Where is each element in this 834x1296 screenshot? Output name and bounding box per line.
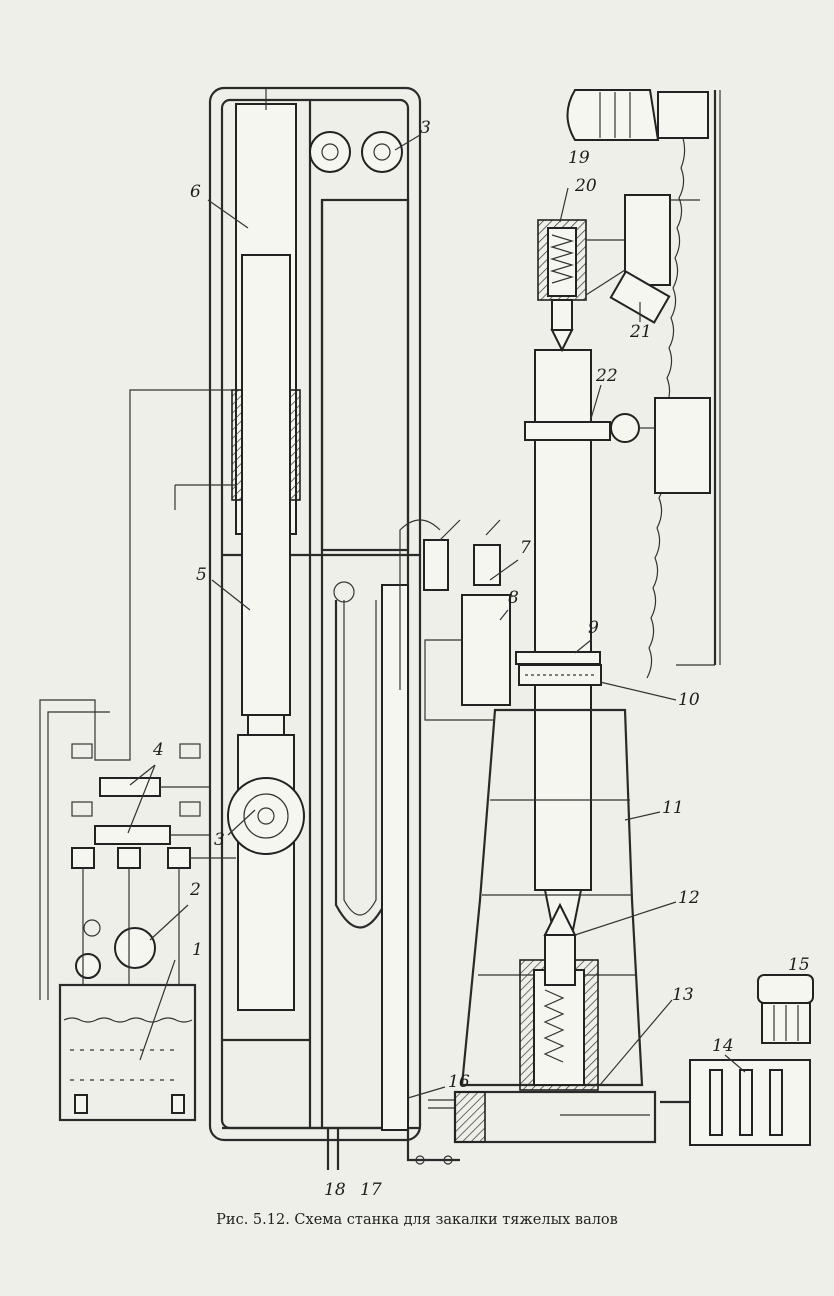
control-box [400, 520, 510, 720]
pipes [328, 1128, 460, 1170]
motor-15 [758, 975, 813, 1043]
label-13: 13 [672, 985, 694, 1005]
label-18: 18 [324, 1180, 346, 1200]
label-17: 17 [360, 1180, 382, 1200]
label-8: 8 [508, 588, 519, 608]
gearbox-14 [660, 1060, 810, 1145]
label-12: 12 [678, 888, 700, 908]
hydraulic-panel [40, 390, 236, 1120]
label-11: 11 [662, 798, 684, 818]
label-4: 4 [153, 740, 164, 760]
label-5: 5 [196, 565, 207, 585]
label-21: 21 [630, 322, 652, 342]
figure-caption: Рис. 5.12. Схема станка для закалки тяже… [0, 1212, 834, 1228]
label-16: 16 [448, 1072, 470, 1092]
label-9: 9 [588, 618, 599, 638]
label-19: 19 [568, 148, 590, 168]
wall [676, 90, 720, 665]
machine-base [428, 1092, 655, 1142]
label-3-upper: 3 [420, 118, 431, 138]
pulley-upper [310, 132, 402, 172]
hydraulic-cylinder [232, 88, 300, 1010]
label-2: 2 [190, 880, 201, 900]
label-6: 6 [190, 182, 201, 202]
label-15: 15 [788, 955, 810, 975]
label-7: 7 [520, 538, 531, 558]
pulley-lower [228, 778, 304, 854]
label-1: 1 [192, 940, 203, 960]
label-10: 10 [678, 690, 700, 710]
tailstock-20 [538, 195, 700, 350]
label-22: 22 [596, 366, 618, 386]
chain-loop [334, 582, 408, 1130]
label-14: 14 [712, 1036, 734, 1056]
label-20: 20 [575, 176, 597, 196]
label-3-lower: 3 [214, 830, 225, 850]
